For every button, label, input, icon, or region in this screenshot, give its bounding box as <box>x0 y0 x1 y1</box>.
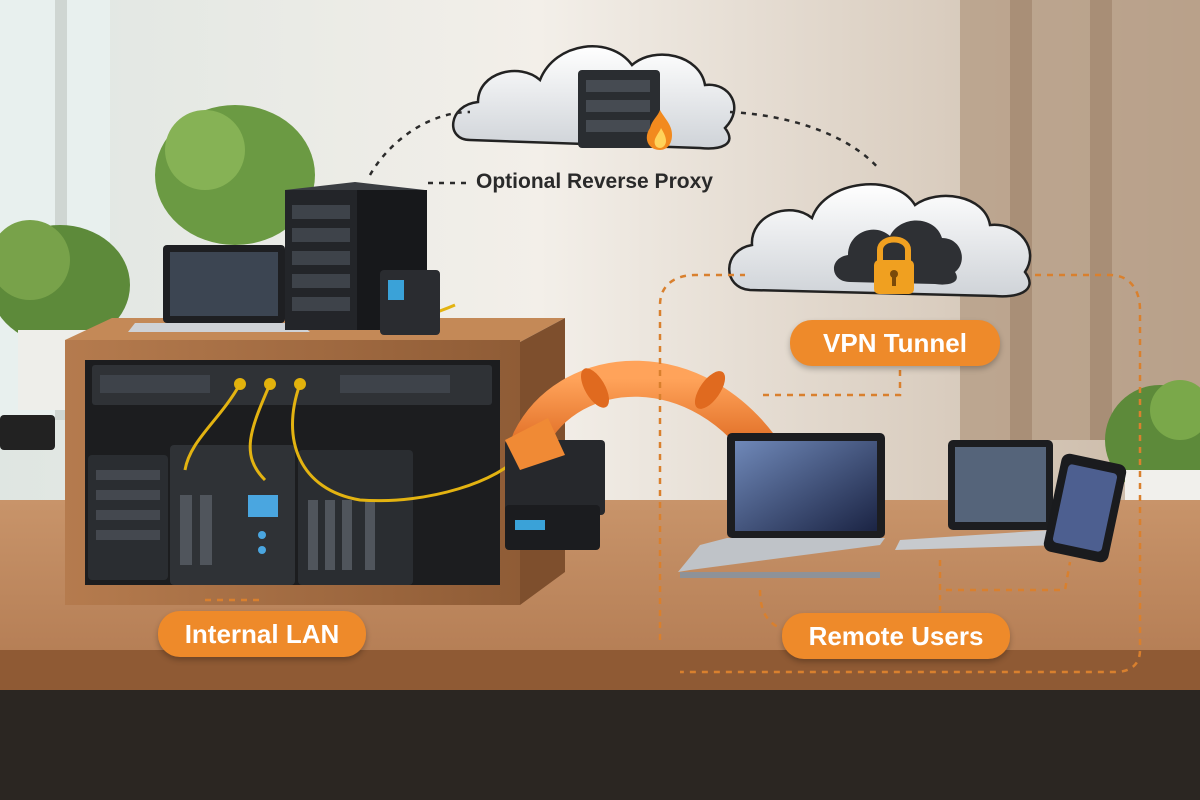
proxy-cloud <box>452 45 736 150</box>
laptop-small <box>895 440 1062 550</box>
curtain-fold <box>1090 0 1112 440</box>
curtain-fold <box>1010 0 1032 440</box>
padlock-icon <box>874 236 914 294</box>
tower-server <box>285 182 427 330</box>
plant-back <box>155 105 315 245</box>
server-unit-left <box>88 455 168 580</box>
rack-panel <box>92 365 492 405</box>
vpn-cloud <box>728 183 1032 298</box>
smartphone <box>1043 453 1127 563</box>
laptop-top <box>128 245 310 332</box>
remote-users-label: Remote Users <box>782 613 1010 659</box>
reverse-proxy-label: Optional Reverse Proxy <box>476 170 713 193</box>
server-unit-right <box>298 450 413 585</box>
laptop-large <box>678 433 885 578</box>
nas-box <box>380 270 440 335</box>
server-unit-middle <box>170 445 295 585</box>
vpn-pipe <box>505 360 790 480</box>
proxy-connectors <box>368 110 881 185</box>
curtain <box>960 0 1200 440</box>
phone-on-desk <box>0 415 55 450</box>
desk-underside <box>0 690 1200 800</box>
remote-users-region <box>205 273 1142 674</box>
vpn-tunnel-label: VPN Tunnel <box>790 320 1000 366</box>
internal-lan-label: Internal LAN <box>158 611 366 657</box>
